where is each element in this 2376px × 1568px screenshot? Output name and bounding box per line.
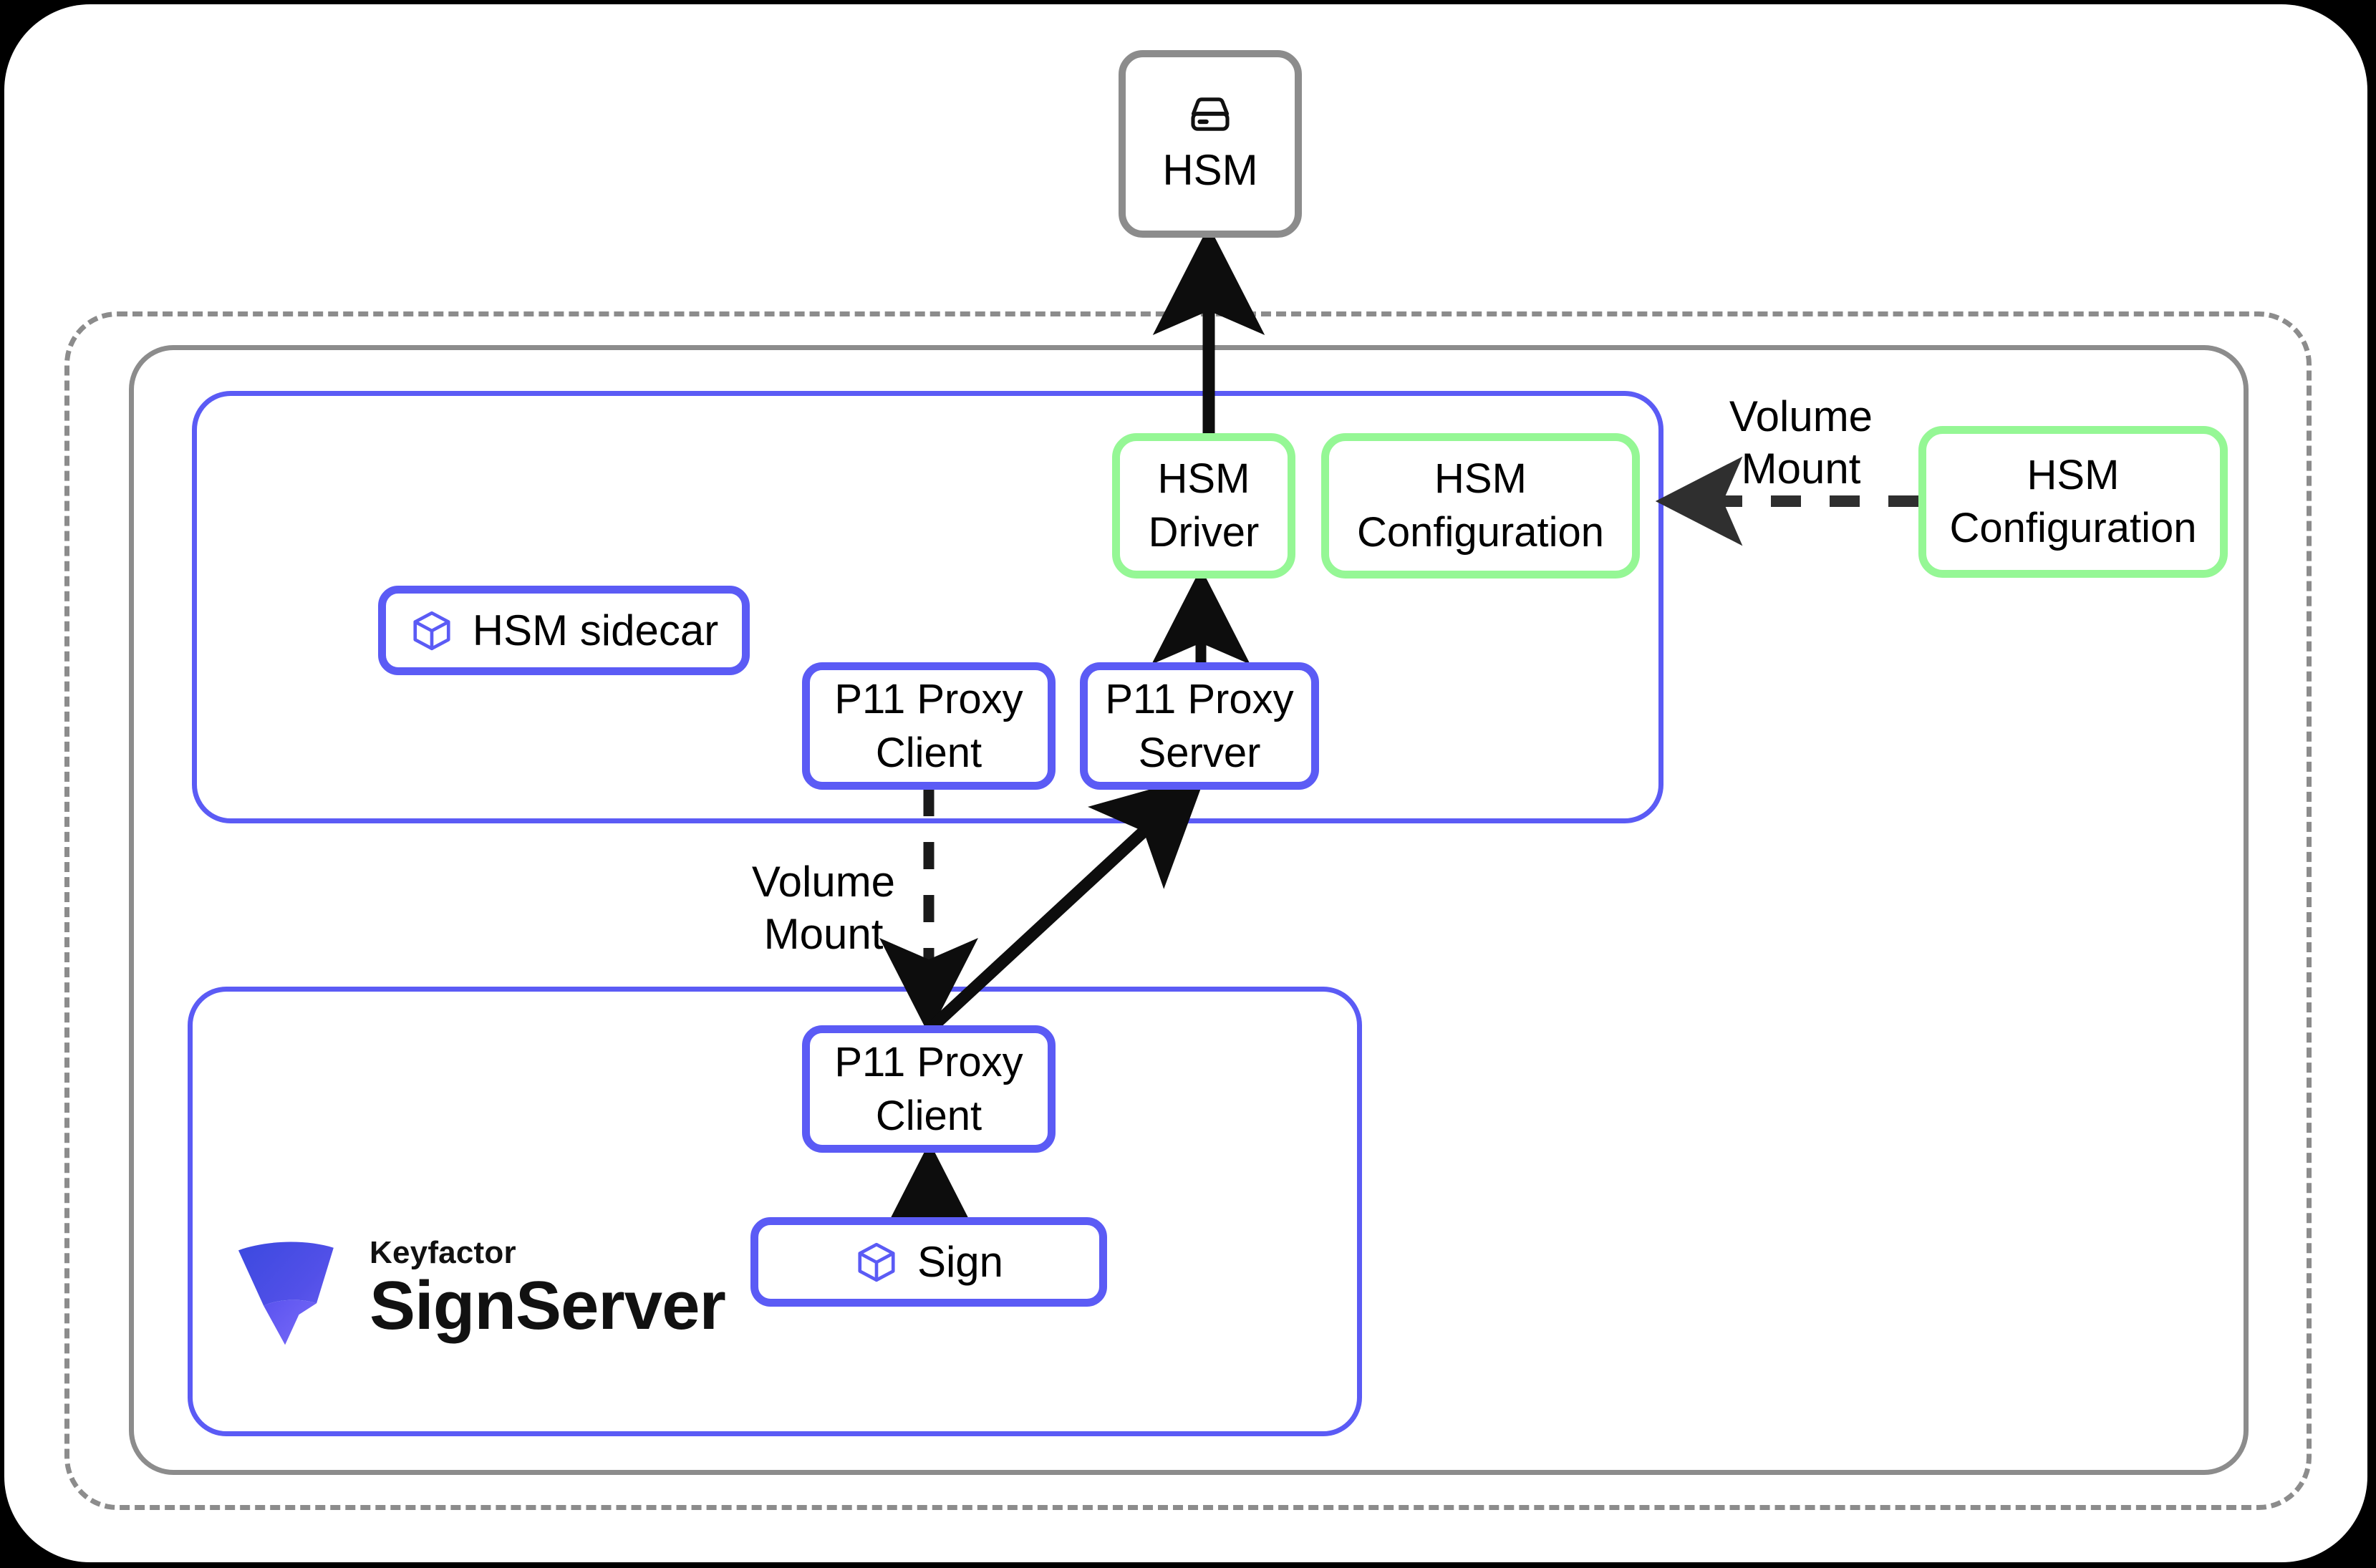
- cube-icon: [410, 608, 454, 654]
- node-hsm-sidecar-label: HSM sidecar: [472, 606, 719, 654]
- hsm-appliance-icon: [1184, 94, 1236, 137]
- node-sign[interactable]: Sign: [750, 1217, 1107, 1307]
- node-p11-proxy-client-top-line1: P11 Proxy: [834, 675, 1023, 722]
- node-p11-proxy-server[interactable]: P11 Proxy Server: [1080, 662, 1319, 790]
- keyfactor-fan-logo-icon: [228, 1226, 354, 1352]
- node-sign-label: Sign: [917, 1238, 1004, 1286]
- node-p11-proxy-client-top[interactable]: P11 Proxy Client: [802, 662, 1056, 790]
- node-p11-proxy-server-line2: Server: [1138, 730, 1261, 776]
- keyfactor-signserver-logo: Keyfactor SignServer: [228, 1226, 726, 1352]
- logo-wordmark: Keyfactor SignServer: [370, 1235, 726, 1344]
- node-p11-proxy-client-bottom[interactable]: P11 Proxy Client: [802, 1025, 1056, 1153]
- cube-icon: [854, 1239, 899, 1285]
- node-hsm-driver[interactable]: HSM Driver: [1112, 433, 1295, 579]
- node-hsm-driver-line2: Driver: [1148, 508, 1260, 556]
- node-hsm-driver-line1: HSM: [1157, 455, 1250, 503]
- label-volume-mount-center: Volume Mount: [751, 858, 896, 959]
- node-hsm-configuration-external-line1: HSM: [2027, 451, 2120, 498]
- node-hsm-sidecar[interactable]: HSM sidecar: [378, 586, 750, 675]
- logo-brand: Keyfactor: [370, 1235, 516, 1270]
- signserver-pod-boundary: [188, 987, 1362, 1436]
- host-boundary: [129, 345, 2249, 1475]
- node-hsm-configuration-external-line2: Configuration: [1949, 505, 2197, 551]
- node-hsm-configuration-external[interactable]: HSM Configuration: [1918, 426, 2228, 578]
- node-p11-proxy-client-top-line2: Client: [875, 730, 982, 776]
- node-hsm-configuration-inner-line1: HSM: [1434, 455, 1527, 503]
- node-p11-proxy-client-bottom-line1: P11 Proxy: [834, 1038, 1023, 1085]
- node-p11-proxy-client-bottom-line2: Client: [875, 1093, 982, 1139]
- node-hsm[interactable]: HSM: [1119, 50, 1302, 238]
- node-hsm-configuration-inner[interactable]: HSM Configuration: [1321, 433, 1640, 579]
- label-volume-mount-right: Volume Mount: [1729, 392, 1873, 493]
- node-hsm-label: HSM: [1162, 145, 1258, 194]
- node-p11-proxy-server-line1: P11 Proxy: [1105, 675, 1294, 722]
- logo-product: SignServer: [370, 1267, 726, 1344]
- node-hsm-configuration-inner-line2: Configuration: [1357, 508, 1604, 556]
